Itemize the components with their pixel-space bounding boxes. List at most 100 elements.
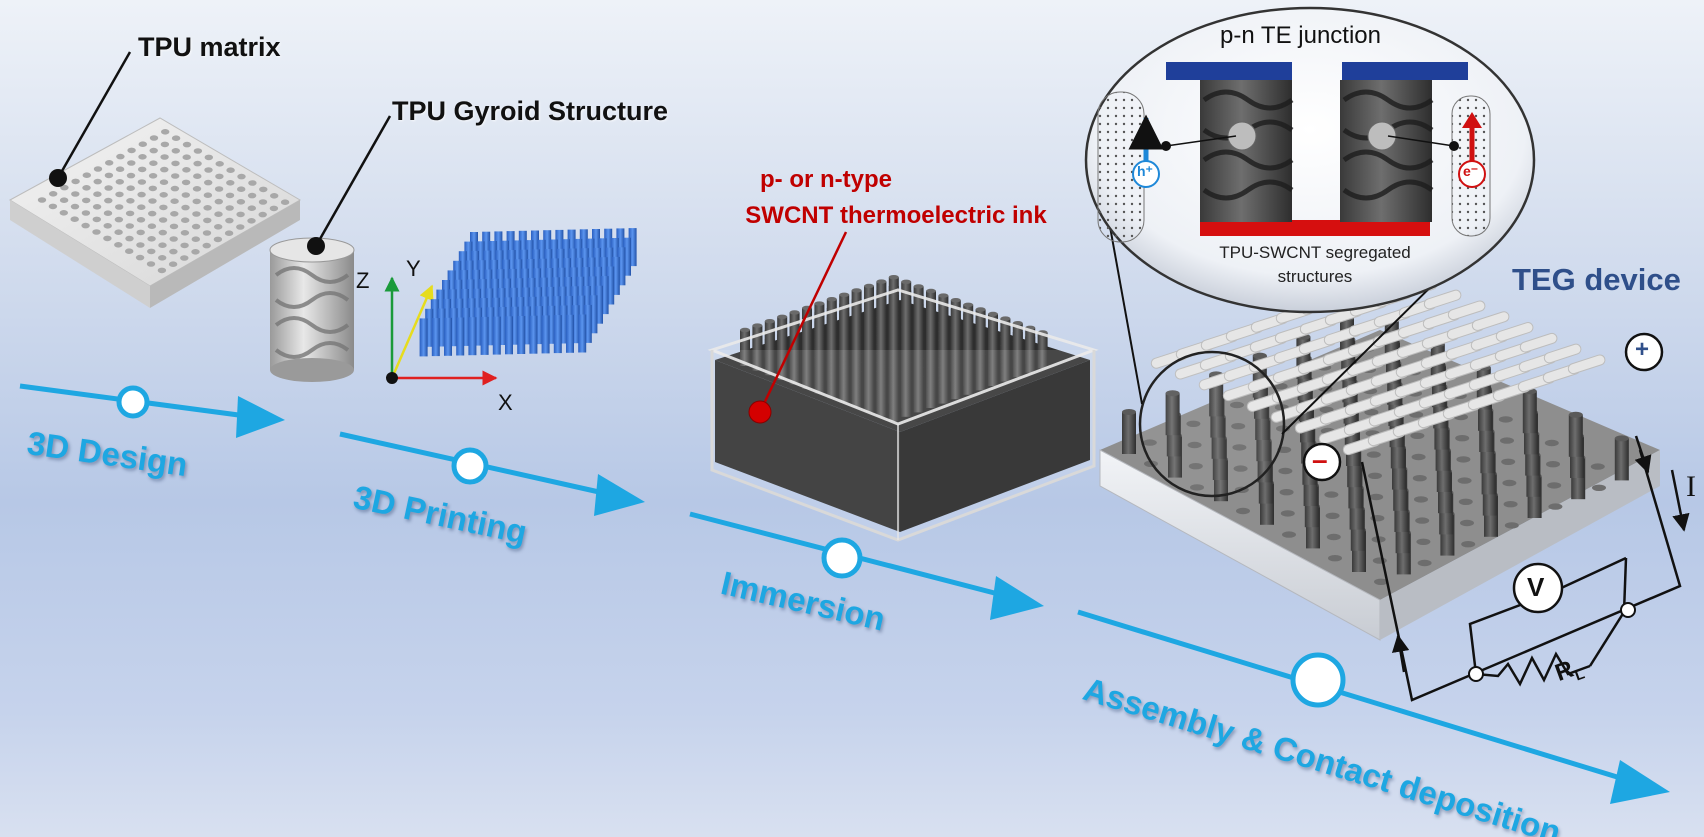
teg-pillar [1522, 391, 1537, 434]
matrix-hole [248, 180, 257, 186]
blue-pillar [474, 307, 482, 346]
teg-hole [1592, 484, 1606, 491]
top-electrode-left [1166, 62, 1292, 80]
matrix-hole [125, 235, 134, 242]
node-printing [451, 447, 489, 485]
matrix-hole [148, 185, 157, 192]
teg-hole [1417, 559, 1432, 567]
teg-hole [1325, 512, 1340, 519]
immersion-pillar-top [1000, 316, 1011, 321]
blue-pillar [578, 314, 587, 353]
matrix-hole [193, 148, 203, 154]
matrix-hole [103, 210, 113, 216]
matrix-hole [214, 186, 224, 192]
tpu-matrix-label: TPU matrix [138, 32, 281, 62]
immersion-pillar [752, 325, 763, 362]
hole-badge [1132, 160, 1160, 188]
matrix-hole [159, 204, 168, 211]
matrix-hole [148, 210, 157, 217]
teg-hole [1455, 435, 1470, 442]
blue-pillar [559, 305, 568, 344]
tpu-matrix-dot [49, 169, 67, 187]
blue-pillar [583, 304, 592, 343]
axis-z-label: Z [356, 268, 370, 293]
teg-hole [1187, 441, 1202, 449]
matrix-hole [147, 236, 156, 242]
teg-hole [1231, 423, 1246, 430]
voltmeter-label: V [1527, 572, 1545, 602]
matrix-hole [160, 166, 169, 173]
plus-label: + [1635, 336, 1650, 363]
blue-pillar [529, 315, 538, 354]
teg-pillar-top [1568, 411, 1583, 418]
matrix-hole [270, 193, 279, 199]
matrix-hole [148, 198, 157, 204]
matrix-hole [137, 191, 146, 198]
axis-x-label: X [498, 390, 513, 415]
matrix-hole [236, 199, 246, 205]
matrix-hole [82, 172, 92, 178]
teg-hole [1279, 489, 1294, 496]
immersion-pillar-top [963, 302, 974, 307]
teg-hole [1278, 467, 1293, 475]
matrix-hole [105, 160, 114, 166]
teg-hole [1366, 451, 1381, 458]
matrix-hole [202, 242, 211, 249]
teg-pillar-top [1252, 352, 1267, 359]
teg-hole [1369, 493, 1384, 501]
matrix-hole [82, 197, 91, 204]
blue-pillar [589, 295, 598, 334]
matrix-hole [191, 223, 201, 230]
matrix-hole [171, 173, 180, 179]
matrix-hole [214, 198, 223, 205]
matrix-hole [180, 230, 190, 236]
matrix-hole [114, 242, 123, 248]
blue-pillar [486, 307, 495, 346]
immersion-pillar [777, 316, 788, 353]
matrix-hole [192, 211, 201, 217]
ink-label-line2: SWCNT thermoelectric ink [745, 202, 1047, 229]
matrix-hole [182, 167, 191, 173]
matrix-hole [225, 192, 235, 199]
matrix-hole [236, 224, 245, 230]
teg-hole [1501, 458, 1516, 465]
node-assembly [1290, 652, 1346, 708]
immersion-pillar [926, 291, 936, 327]
teg-contact [1495, 322, 1534, 342]
xyz-axes [384, 276, 498, 386]
matrix-hole [247, 218, 256, 224]
matrix-hole [138, 141, 147, 147]
teg-hole [1456, 456, 1471, 463]
teg-hole [1547, 482, 1562, 489]
matrix-hole [181, 217, 190, 223]
matrix-hole [259, 186, 268, 193]
arrow-head-design [236, 396, 285, 438]
teg-contact [1567, 354, 1606, 375]
blue-pillar [617, 247, 626, 286]
blue-pillar [449, 308, 458, 347]
immersion-pillar [888, 277, 899, 314]
blue-pillar [425, 308, 434, 347]
blue-pillar [461, 307, 470, 346]
matrix-hole [160, 141, 170, 148]
electron-label: e⁻ [1463, 163, 1479, 179]
teg-hole [1364, 409, 1379, 416]
top-electrode-right [1342, 62, 1468, 80]
blue-pillar [611, 256, 620, 295]
matrix-hole [126, 198, 135, 204]
immersion-pillar [764, 321, 775, 358]
matrix-hole [226, 167, 235, 173]
node-2 [1620, 602, 1636, 618]
matrix-hole [215, 161, 224, 167]
teg-hole [1324, 491, 1339, 498]
teg-pillar [1165, 393, 1180, 436]
immersion-pillar [1025, 327, 1036, 364]
matrix-hole [103, 223, 112, 229]
teg-pillar [1122, 412, 1136, 454]
arrow-head-assembly [1610, 760, 1670, 804]
matrix-hole [92, 216, 102, 223]
matrix-hole [169, 223, 179, 230]
blue-pillar [498, 307, 507, 345]
matrix-hole [92, 204, 102, 210]
immersion-container [707, 275, 1099, 542]
